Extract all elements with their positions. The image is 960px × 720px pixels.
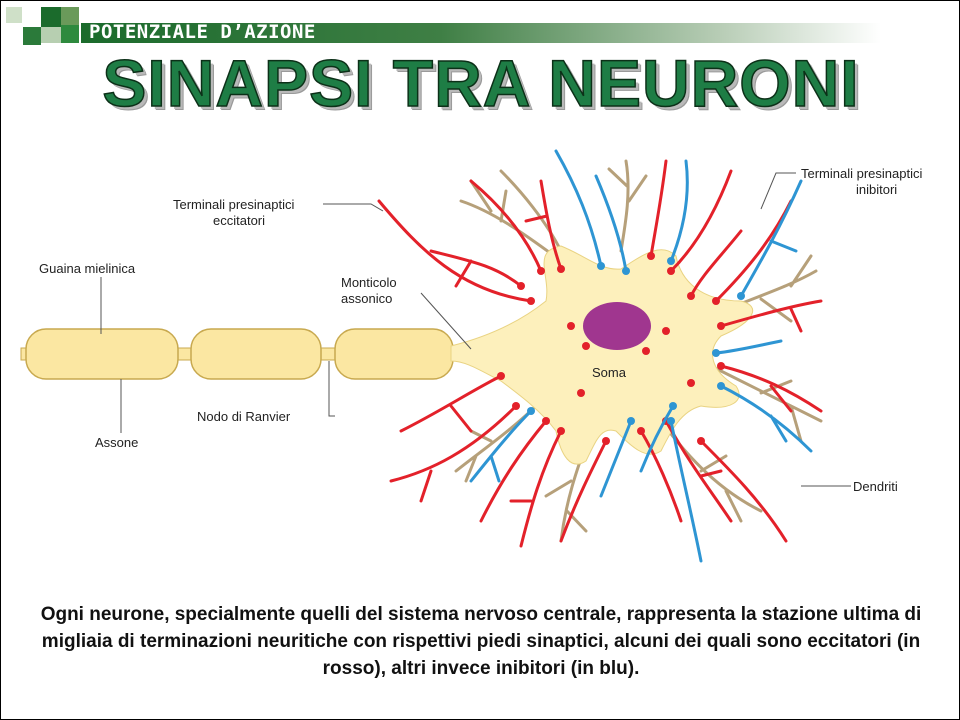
label-assone: Assone [95,435,138,450]
label-terminali-eccitatori-1: Terminali presinaptici [173,197,294,212]
slide-title: SINAPSI TRA NEURONI [1,45,960,121]
caption-text: Ogni neurone, specialmente quelli del si… [21,601,941,682]
soma-body [451,246,753,464]
label-assonico: assonico [341,291,392,306]
label-monticolo: Monticolo [341,275,397,290]
label-nodo-di-ranvier: Nodo di Ranvier [197,409,291,424]
label-dendriti: Dendriti [853,479,898,494]
nucleus [583,302,651,350]
label-guaina-mielinica: Guaina mielinica [39,261,136,276]
label-terminali-inibitori-2: inibitori [856,182,897,197]
myelinated-axon [21,329,491,379]
section-label: POTENZIALE D’AZIONE [89,21,316,43]
label-terminali-inibitori-1: Terminali presinaptici [801,166,922,181]
label-terminali-eccitatori-2: eccitatori [213,213,265,228]
label-soma: Soma [592,365,627,380]
neuron-diagram: Terminali presinaptici eccitatori Termin… [1,131,960,591]
